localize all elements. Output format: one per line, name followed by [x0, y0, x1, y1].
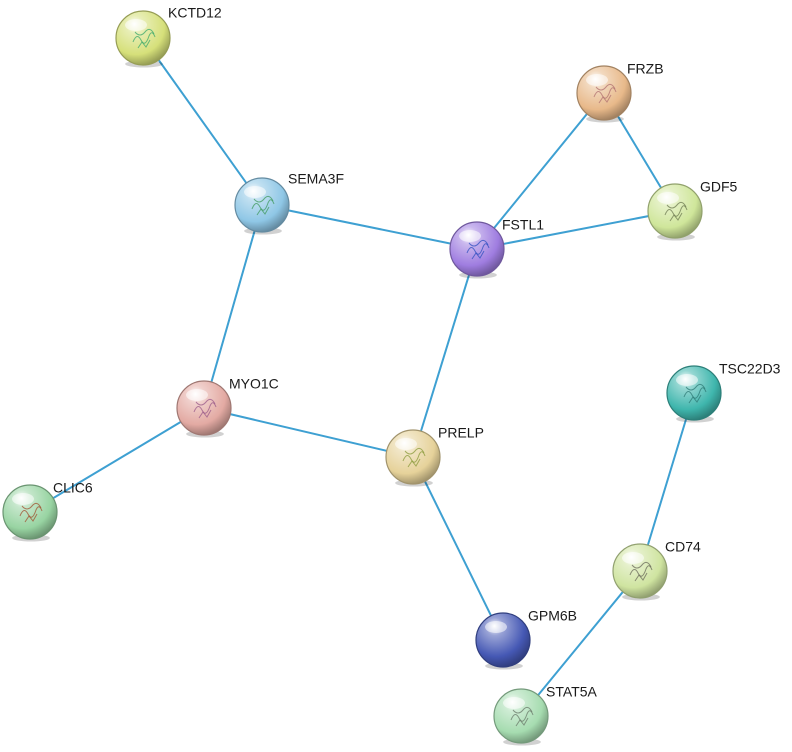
protein-structure-icon: [402, 447, 426, 468]
node-myo1c[interactable]: MYO1C: [176, 376, 279, 438]
node-highlight: [12, 493, 34, 505]
node-highlight: [586, 74, 608, 86]
edge-myo1c-prelp[interactable]: [203, 407, 414, 458]
node-highlight: [485, 621, 507, 633]
node-highlight: [622, 552, 644, 564]
node-highlight: [676, 374, 698, 386]
node-prelp[interactable]: PRELP: [385, 425, 484, 487]
node-label-stat5a: STAT5A: [546, 684, 597, 700]
node-highlight: [186, 389, 208, 401]
protein-structure-icon: [132, 28, 156, 49]
node-sphere[interactable]: [493, 688, 549, 744]
node-label-clic6: CLIC6: [53, 480, 93, 496]
protein-structure-icon: [466, 239, 490, 260]
node-sphere[interactable]: [647, 183, 703, 239]
node-label-tsc22d3: TSC22D3: [719, 361, 781, 377]
node-fstl1[interactable]: FSTL1: [449, 217, 544, 279]
edge-fstl1-prelp[interactable]: [412, 248, 478, 458]
node-label-myo1c: MYO1C: [229, 376, 279, 392]
node-highlight: [657, 192, 679, 204]
node-gpm6b[interactable]: GPM6B: [475, 608, 577, 670]
protein-structure-icon: [629, 561, 653, 582]
node-sema3f[interactable]: SEMA3F: [234, 171, 344, 235]
node-sphere[interactable]: [475, 612, 531, 668]
node-gdf5[interactable]: GDF5: [647, 179, 738, 241]
node-highlight: [459, 230, 481, 242]
node-sphere[interactable]: [449, 221, 505, 277]
protein-structure-icon: [664, 201, 688, 222]
node-sphere[interactable]: [2, 484, 58, 540]
node-sphere[interactable]: [234, 177, 290, 233]
protein-structure-icon: [510, 706, 534, 727]
protein-structure-icon: [193, 398, 217, 419]
edge-tsc22d3-cd74[interactable]: [639, 392, 695, 572]
node-highlight: [125, 19, 147, 31]
protein-structure-icon: [251, 195, 275, 216]
node-highlight: [395, 438, 417, 450]
node-cd74[interactable]: CD74: [612, 539, 701, 601]
edge-prelp-gpm6b[interactable]: [412, 456, 504, 641]
node-tsc22d3[interactable]: TSC22D3: [666, 361, 781, 423]
node-stat5a[interactable]: STAT5A: [493, 684, 597, 746]
node-label-fstl1: FSTL1: [502, 217, 544, 233]
node-kctd12[interactable]: KCTD12: [115, 5, 222, 68]
node-label-gdf5: GDF5: [700, 179, 738, 195]
node-sphere[interactable]: [576, 65, 632, 121]
node-label-cd74: CD74: [665, 539, 701, 555]
edge-gdf5-fstl1[interactable]: [476, 210, 676, 250]
node-label-gpm6b: GPM6B: [528, 608, 577, 624]
edge-sema3f-myo1c[interactable]: [203, 204, 263, 409]
node-label-frzb: FRZB: [627, 61, 664, 77]
node-sphere[interactable]: [385, 429, 441, 485]
node-sphere[interactable]: [176, 380, 232, 436]
node-label-sema3f: SEMA3F: [288, 171, 344, 187]
edges-layer: [29, 37, 695, 717]
node-label-prelp: PRELP: [438, 425, 484, 441]
node-sphere[interactable]: [666, 365, 722, 421]
edge-kctd12-sema3f[interactable]: [142, 37, 263, 206]
node-clic6[interactable]: CLIC6: [2, 480, 93, 542]
node-highlight: [244, 186, 266, 198]
edge-cd74-stat5a[interactable]: [520, 570, 641, 717]
node-label-kctd12: KCTD12: [168, 5, 222, 21]
edge-myo1c-clic6[interactable]: [29, 407, 205, 513]
edge-frzb-fstl1[interactable]: [476, 92, 605, 250]
node-sphere[interactable]: [612, 543, 668, 599]
protein-structure-icon: [683, 383, 707, 404]
node-frzb[interactable]: FRZB: [576, 61, 664, 123]
node-sphere[interactable]: [115, 10, 171, 66]
protein-structure-icon: [19, 502, 43, 523]
node-highlight: [503, 697, 525, 709]
edge-sema3f-fstl1[interactable]: [261, 204, 478, 250]
protein-structure-icon: [593, 83, 617, 104]
